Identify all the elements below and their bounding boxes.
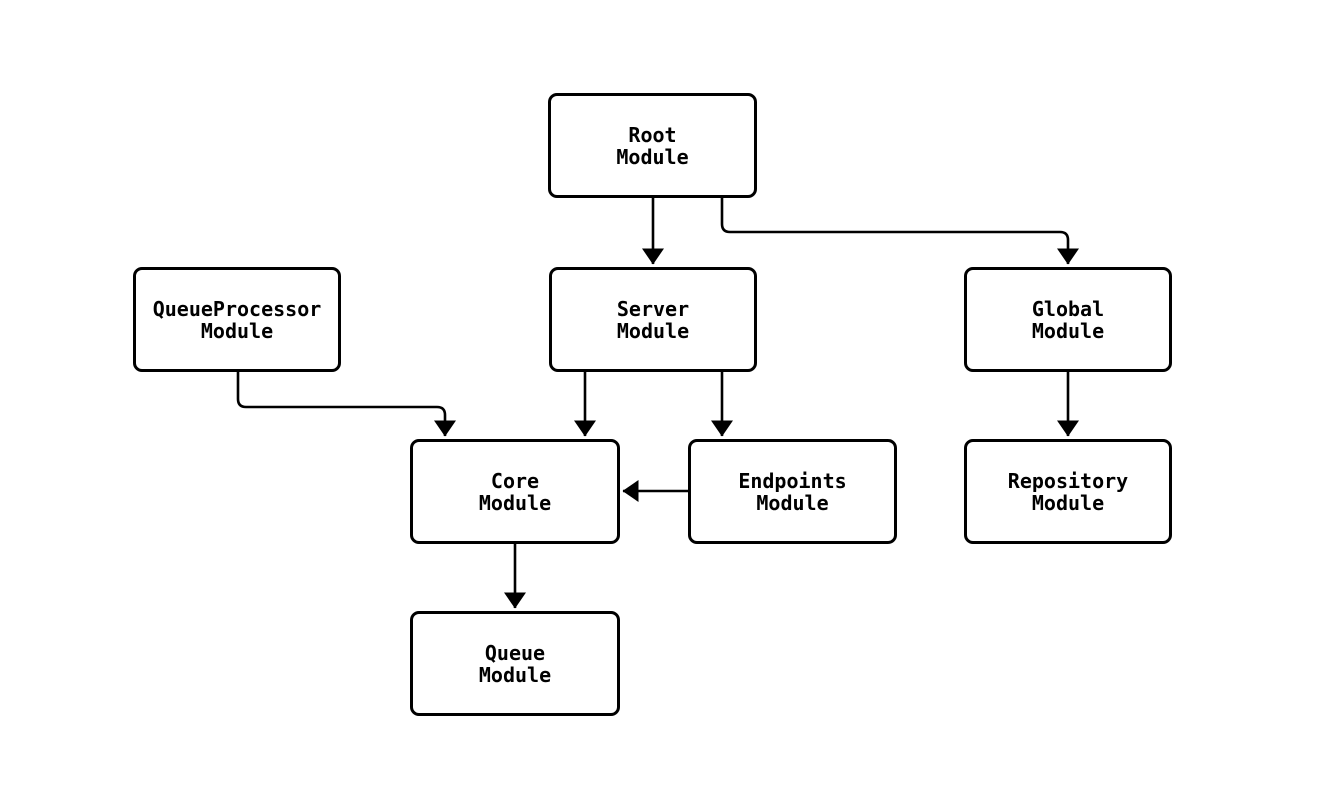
node-endpoints-module: Endpoints Module [688, 439, 897, 544]
node-label: Repository Module [1007, 468, 1129, 515]
node-label: Endpoints Module [738, 468, 847, 515]
node-label: Core Module [478, 468, 552, 515]
node-label: QueueProcessor Module [152, 296, 322, 343]
edge-queueprocessor-to-core [236, 372, 456, 437]
node-label: Queue Module [478, 640, 552, 687]
node-core-module: Core Module [410, 439, 620, 544]
node-root-module: Root Module [548, 93, 757, 198]
edge-group [236, 198, 1079, 609]
node-label: Root Module [616, 122, 689, 169]
edge-root-to-global [720, 198, 1079, 265]
node-global-module: Global Module [964, 267, 1172, 372]
node-label: Server Module [616, 296, 690, 343]
node-queueprocessor-module: QueueProcessor Module [133, 267, 341, 372]
node-queue-module: Queue Module [410, 611, 620, 716]
node-server-module: Server Module [549, 267, 757, 372]
node-repository-module: Repository Module [964, 439, 1172, 544]
node-label: Global Module [1031, 296, 1105, 343]
